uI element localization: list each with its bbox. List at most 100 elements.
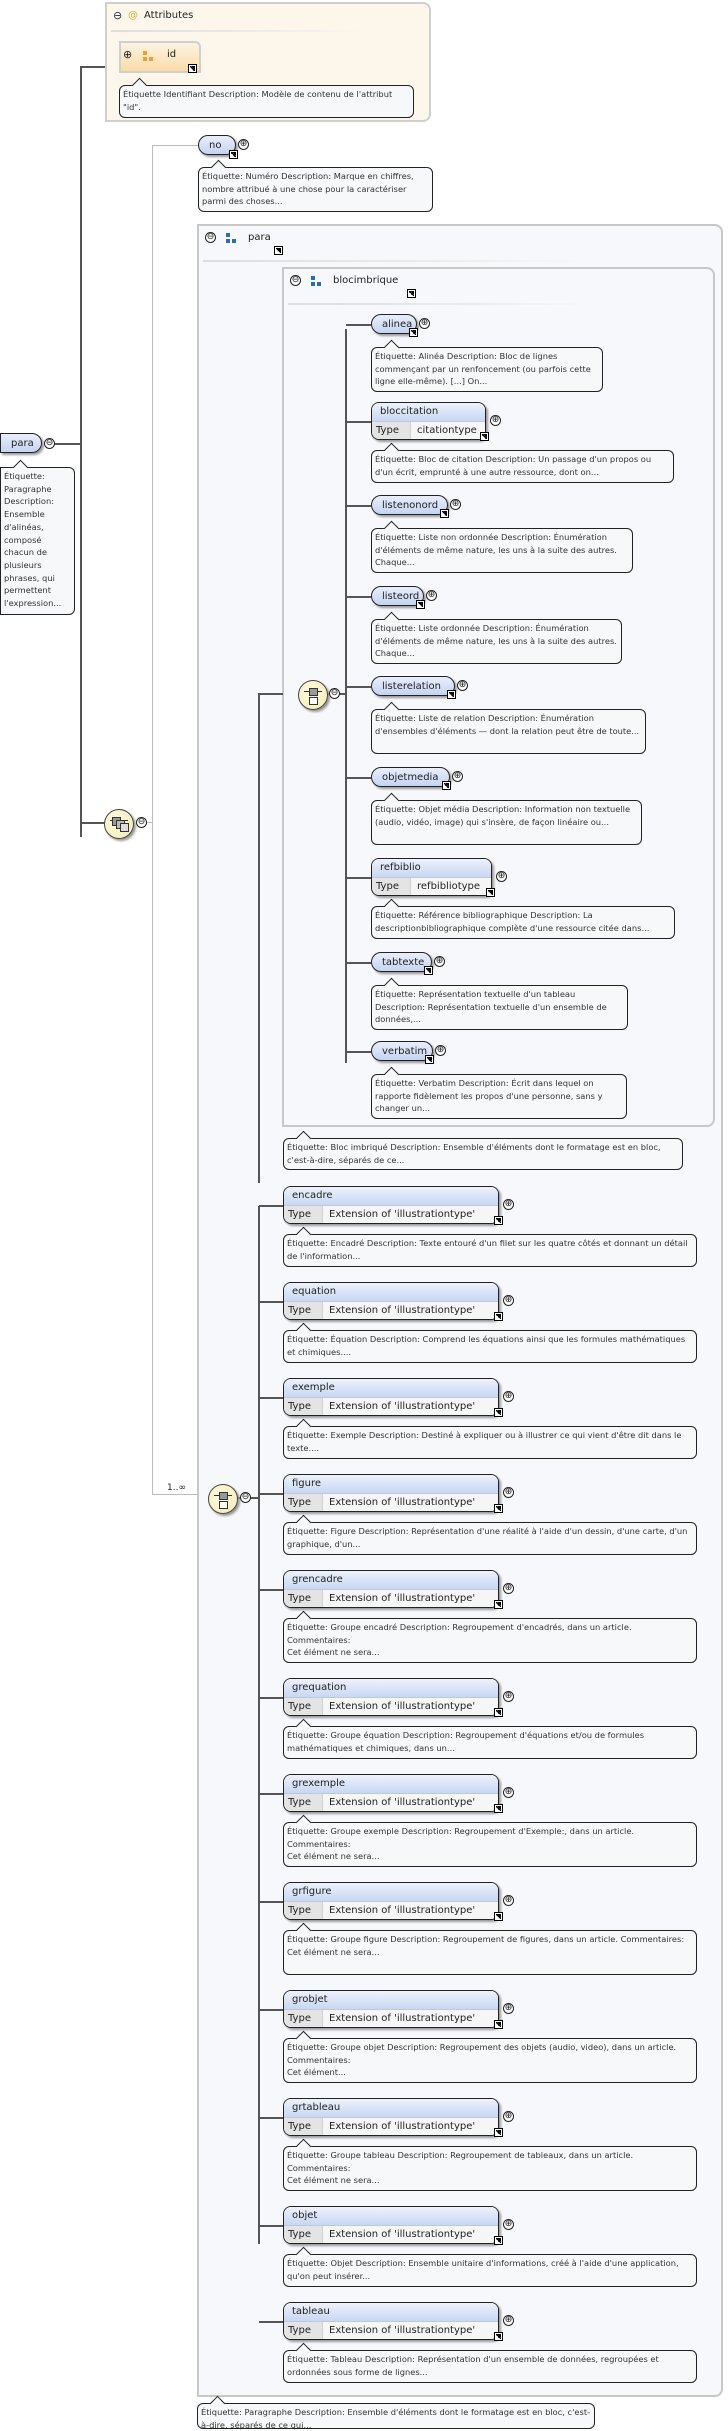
expand-icon[interactable]: ⊕ — [503, 1295, 514, 1306]
expand-icon[interactable]: ⊕ — [452, 771, 463, 782]
link-icon[interactable] — [494, 1804, 503, 1813]
connector — [259, 2321, 283, 2323]
expand-icon[interactable]: ⊕ — [238, 139, 249, 150]
element-tabtexte[interactable]: tabtexte — [371, 952, 432, 972]
expand-icon[interactable]: ⊕ — [503, 1691, 514, 1702]
link-icon[interactable] — [494, 1708, 503, 1717]
link-icon[interactable] — [424, 966, 433, 975]
element-no[interactable]: no — [198, 135, 236, 155]
expand-icon[interactable]: ⊕ — [503, 2315, 514, 2326]
link-icon[interactable] — [480, 432, 489, 441]
expand-icon[interactable]: ⊕ — [457, 680, 468, 691]
type-label: Type — [372, 878, 411, 895]
link-icon[interactable] — [425, 1055, 434, 1064]
link-icon[interactable] — [486, 888, 495, 897]
expand-icon[interactable]: ⊕ — [419, 318, 430, 329]
attribute-id[interactable]: ⊕ id — [119, 41, 201, 73]
connector — [259, 2009, 283, 2011]
link-icon[interactable] — [274, 246, 283, 255]
link-icon[interactable] — [407, 289, 416, 298]
element-name: tabtexte — [382, 957, 425, 968]
link-icon[interactable] — [442, 781, 451, 790]
element-listenonord[interactable]: listenonord — [371, 495, 448, 515]
type-label: Type — [284, 1902, 323, 1919]
expand-icon[interactable]: ⊕ — [503, 1895, 514, 1906]
type-label: Type — [284, 2118, 323, 2135]
expand-icon[interactable]: ⊕ — [503, 1199, 514, 1210]
expand-icon[interactable]: ⊕ — [123, 48, 133, 61]
expand-icon[interactable]: ⊕ — [503, 1391, 514, 1402]
collapse-icon[interactable]: ⊖ — [205, 232, 216, 243]
element-para-root[interactable]: para — [0, 433, 42, 453]
expand-icon[interactable]: ⊕ — [503, 1583, 514, 1594]
expand-icon[interactable]: ⊕ — [503, 1487, 514, 1498]
occurrence-label: 1..∞ — [167, 1483, 186, 1493]
type-value: refbibliotype — [411, 878, 491, 895]
collapse-icon[interactable]: ⊖ — [113, 9, 123, 22]
link-icon[interactable] — [188, 64, 197, 73]
type-label: Type — [284, 1398, 323, 1415]
element-listeord[interactable]: listeord — [371, 586, 424, 606]
element-name: bloccitation — [372, 403, 485, 422]
expand-icon[interactable]: ⊕ — [450, 499, 461, 510]
collapse-icon[interactable]: ⊖ — [329, 688, 340, 699]
element-objetmedia[interactable]: objetmedia — [371, 767, 450, 787]
expand-icon[interactable]: ⊕ — [426, 590, 437, 601]
type-label: Type — [284, 1590, 323, 1607]
connector — [346, 962, 371, 964]
type-value: Extension of 'illustrationtype' — [323, 1398, 498, 1415]
element-listerelation[interactable]: listerelation — [371, 676, 455, 696]
link-icon[interactable] — [494, 1912, 503, 1921]
link-icon[interactable] — [494, 1600, 503, 1609]
element-verbatim[interactable]: verbatim — [371, 1041, 433, 1061]
expand-icon[interactable]: ⊕ — [503, 2003, 514, 2014]
collapse-icon[interactable]: ⊖ — [44, 438, 55, 449]
link-icon[interactable] — [494, 1216, 503, 1225]
expand-icon[interactable]: ⊕ — [503, 2111, 514, 2122]
expand-icon[interactable]: ⊕ — [434, 956, 445, 967]
expand-icon[interactable]: ⊕ — [435, 1045, 446, 1056]
type-value: Extension of 'illustrationtype' — [323, 2118, 498, 2135]
link-icon[interactable] — [440, 509, 449, 518]
link-icon[interactable] — [494, 2020, 503, 2029]
link-icon[interactable] — [447, 690, 456, 699]
connector — [259, 1397, 283, 1399]
expand-icon[interactable]: ⊕ — [503, 2219, 514, 2230]
link-icon[interactable] — [494, 2236, 503, 2245]
link-icon[interactable] — [494, 2128, 503, 2137]
connector — [346, 421, 371, 423]
link-icon[interactable] — [494, 2332, 503, 2341]
link-icon[interactable] — [494, 1504, 503, 1513]
link-icon[interactable] — [494, 1408, 503, 1417]
link-icon[interactable] — [409, 328, 418, 337]
collapse-icon[interactable]: ⊖ — [290, 275, 301, 286]
link-icon[interactable] — [416, 600, 425, 609]
collapse-icon[interactable]: ⊖ — [136, 817, 147, 828]
link-icon[interactable] — [229, 150, 238, 159]
connector — [346, 1051, 371, 1053]
sequence-icon — [298, 680, 328, 710]
tooltip: Étiquette: Tableau Description: Représen… — [283, 2350, 697, 2383]
element-alinea[interactable]: alinea — [371, 314, 417, 334]
tooltip: Étiquette: Objet Description: Ensemble u… — [283, 2254, 697, 2287]
expand-icon[interactable]: ⊕ — [503, 1787, 514, 1798]
collapse-icon[interactable]: ⊖ — [240, 1492, 251, 1503]
expand-icon[interactable]: ⊕ — [490, 415, 501, 426]
connector — [259, 2117, 283, 2119]
link-icon[interactable] — [494, 1312, 503, 1321]
expand-icon[interactable]: ⊕ — [496, 871, 507, 882]
